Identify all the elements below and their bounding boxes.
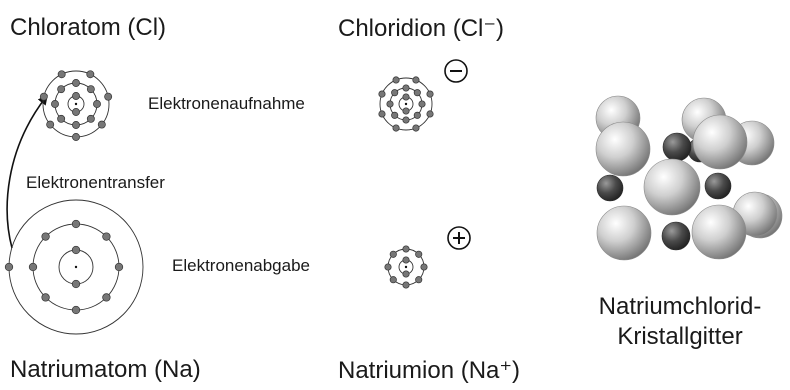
electron-transfer-arrow (6, 94, 48, 249)
electron-dot (426, 110, 434, 118)
lattice-title-line2: Kristallgitter (617, 323, 743, 350)
electron-dot (426, 90, 434, 98)
electron-dot (392, 76, 400, 84)
electron-dot (402, 93, 410, 101)
electron-dot (72, 121, 80, 129)
electron-dot (402, 256, 410, 264)
electron-dot (402, 116, 410, 124)
nucleus (404, 102, 408, 106)
electron-dot (402, 281, 410, 289)
electron-dot (415, 276, 423, 284)
electron-dot (41, 232, 50, 241)
chloride-sphere (643, 158, 701, 216)
nucleus (74, 265, 78, 269)
electron-dot (93, 100, 101, 108)
electron-dot (402, 84, 410, 92)
electron-dot (412, 124, 420, 132)
electron-dot (51, 100, 59, 108)
electron-dot (402, 245, 410, 253)
electron-dot (402, 107, 410, 115)
electron-dot (72, 79, 80, 87)
electron-dot (57, 85, 66, 94)
electron-dot (71, 279, 81, 289)
sodium-atom-title: Natriumatom (Na) (10, 356, 201, 383)
chlorine-atom-diagram (39, 70, 113, 141)
electron-dot (97, 120, 106, 129)
electron-dot (104, 92, 113, 101)
electron-dot (402, 270, 410, 278)
electron-dot (412, 76, 420, 84)
chloride-ion-diagram (378, 76, 434, 132)
electron-dot (71, 305, 81, 315)
electron-dot (386, 100, 394, 108)
electron-shell (379, 77, 433, 131)
plus-charge-icon (447, 226, 471, 250)
electron-gain-label: Elektronenaufnahme (148, 94, 305, 113)
electron-dot (72, 133, 80, 141)
electron-dot (391, 89, 399, 97)
electron-dot (389, 250, 397, 258)
sodium-ion-diagram (384, 245, 428, 289)
electron-dot (72, 108, 80, 116)
chloride-sphere (692, 114, 748, 170)
chloride-sphere (691, 204, 747, 260)
electron-dot (46, 120, 55, 129)
electron-dot (86, 70, 95, 79)
electron-dot (28, 262, 38, 272)
electron-dot (86, 114, 95, 123)
electron-dot (41, 293, 50, 302)
sodium-sphere (661, 221, 691, 251)
electron-dot (72, 92, 80, 100)
sodium-sphere (662, 132, 692, 162)
sodium-ion-title: Natriumion (Na⁺) (338, 357, 521, 384)
chloride-sphere (596, 205, 652, 261)
electron-dot (418, 100, 426, 108)
electron-dot (420, 263, 428, 271)
chloride-sphere (595, 121, 651, 177)
nucleus (74, 102, 78, 106)
electron-dot (102, 293, 111, 302)
lattice-title-line1: Natriumchlorid- (598, 293, 762, 320)
sodium-atom-diagram (4, 199, 144, 335)
sodium-sphere (704, 172, 732, 200)
electron-dot (114, 262, 124, 272)
electron-dot (57, 70, 66, 79)
electron-transfer-label: Elektronentransfer (26, 173, 165, 192)
electron-loss-label: Elektronenabgabe (172, 256, 311, 275)
chloride-ion-title: Chloridion (Cl⁻) (338, 15, 505, 42)
electron-dot (389, 276, 397, 284)
electron-dot (71, 219, 81, 229)
electron-dot (86, 85, 95, 94)
nucleus (404, 265, 408, 269)
minus-charge-icon (444, 59, 468, 83)
chlorine-atom-title: Chloratom (Cl) (10, 14, 167, 41)
nacl-crystal-lattice (595, 95, 783, 261)
electron-dot (378, 110, 386, 118)
electron-dot (392, 124, 400, 132)
electron-dot (378, 90, 386, 98)
electron-dot (102, 232, 111, 241)
electron-dot (413, 89, 421, 97)
electron-dot (71, 245, 81, 255)
electron-dot (57, 114, 66, 123)
electron-dot (4, 262, 14, 272)
electron-dot (413, 111, 421, 119)
electron-dot (39, 92, 48, 101)
electron-dot (384, 263, 392, 271)
electron-dot (391, 111, 399, 119)
sodium-sphere (596, 174, 624, 202)
electron-dot (415, 250, 423, 258)
